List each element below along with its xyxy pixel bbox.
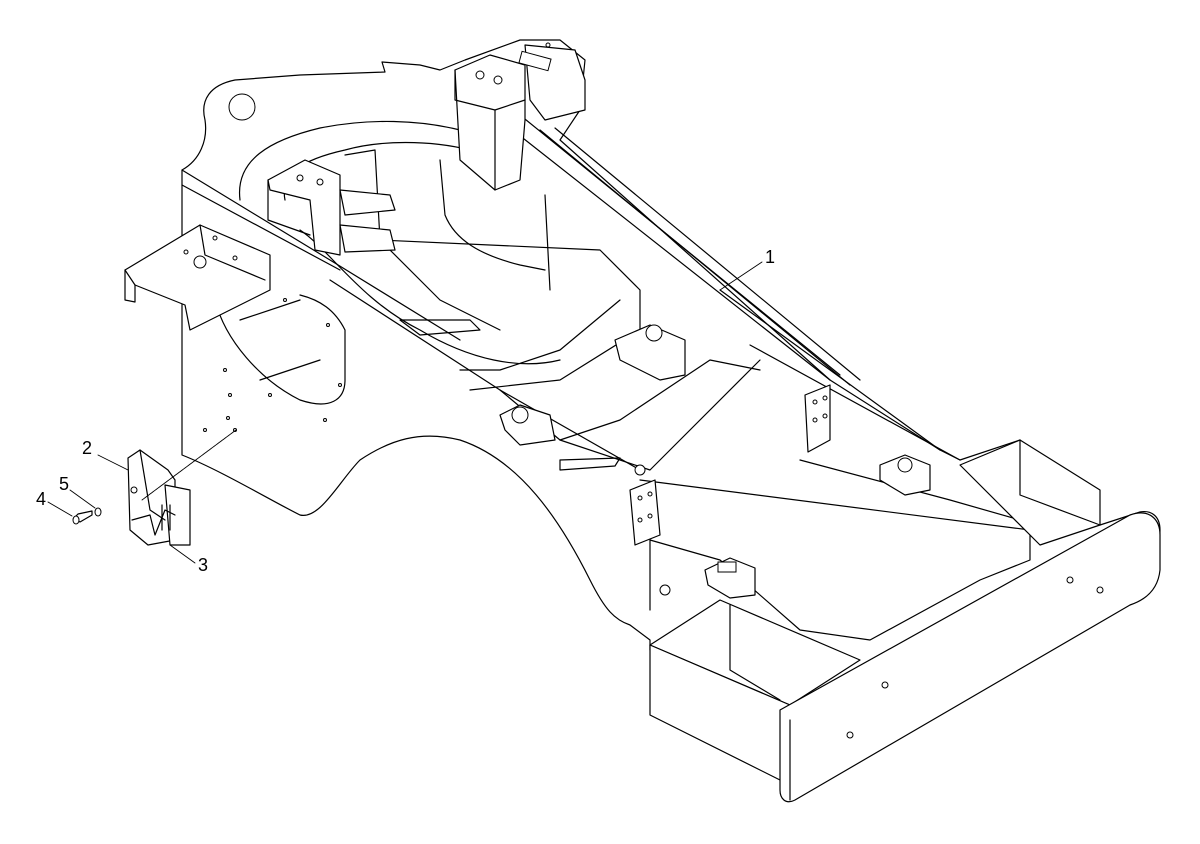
callout-3: 3	[198, 555, 208, 575]
leader-4	[47, 501, 73, 517]
leader-3	[169, 544, 196, 564]
callout-1: 1	[765, 247, 775, 267]
bracket-assembly	[72, 429, 237, 546]
leader-2	[97, 454, 129, 471]
callout-labels: 1 2 3 4 5	[36, 247, 775, 575]
callout-5: 5	[59, 474, 69, 494]
washer	[94, 507, 102, 517]
bolt	[72, 510, 93, 525]
leader-lines	[47, 261, 763, 564]
callout-4: 4	[36, 489, 46, 509]
callout-2: 2	[82, 438, 92, 458]
leader-1	[719, 261, 763, 291]
leader-5	[69, 489, 96, 509]
main-frame	[124, 39, 1161, 803]
